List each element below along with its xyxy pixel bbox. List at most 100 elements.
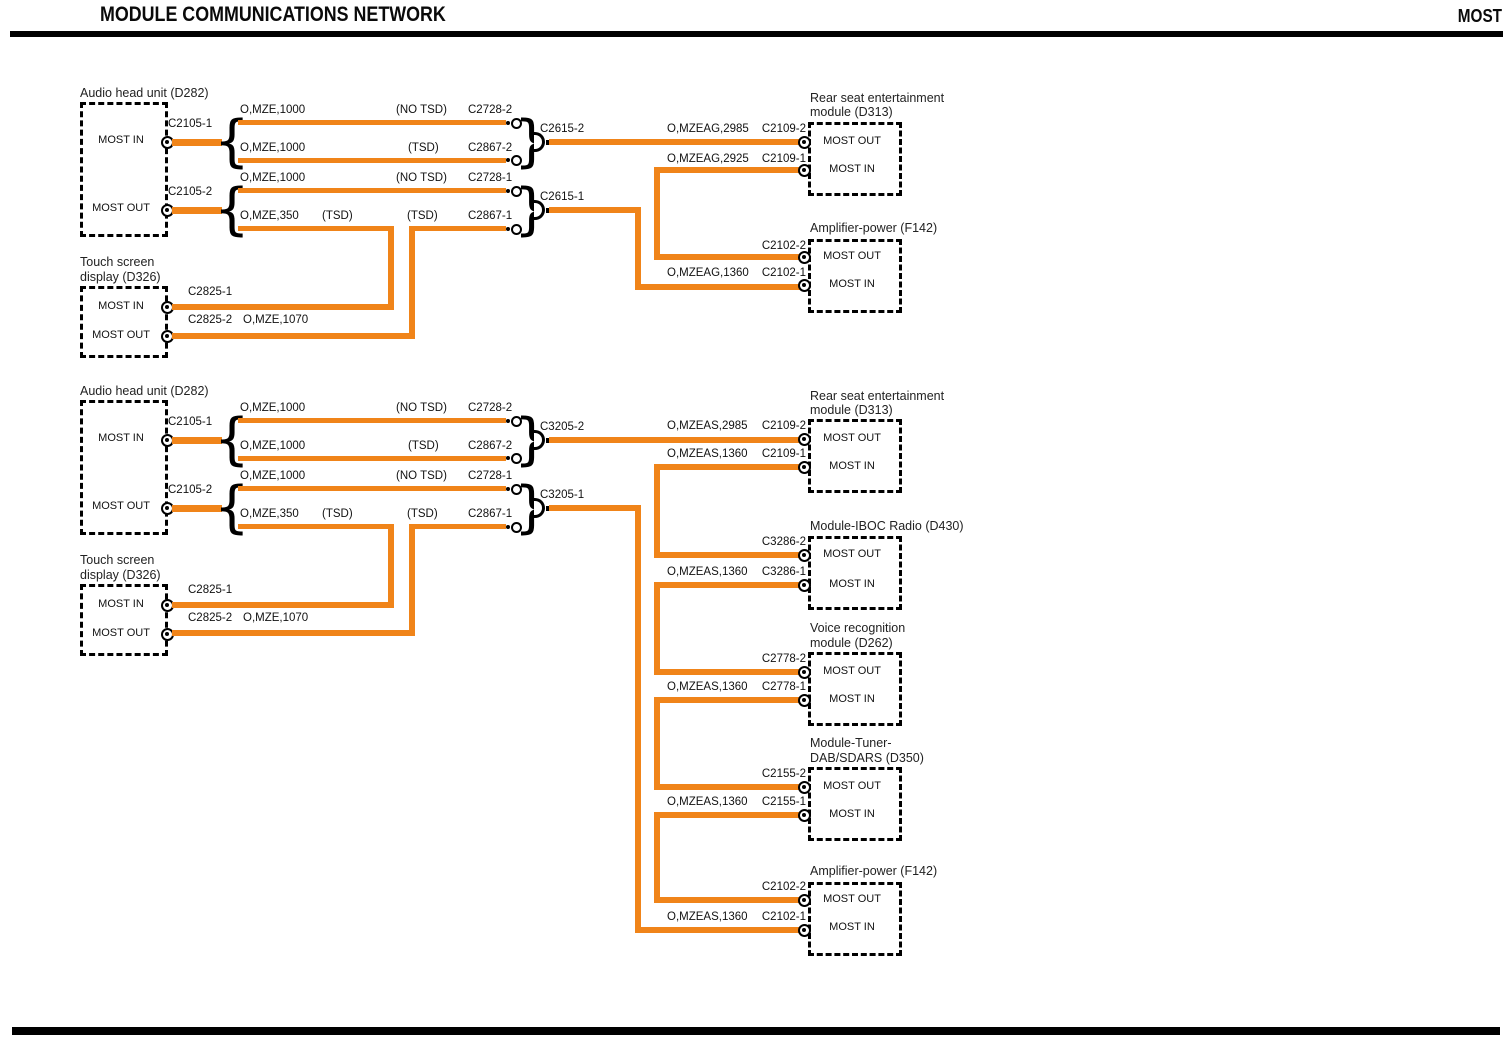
module-label-touch-screen: Touch screen	[80, 255, 155, 269]
circuit-label: O,MZE,1000	[240, 142, 306, 154]
pin-label-most-out: MOST OUT	[92, 329, 150, 341]
connector-label: C2105-2	[168, 484, 213, 496]
connector-icon	[798, 251, 811, 264]
module-box-audio-head-unit	[80, 102, 168, 237]
footer-rule	[12, 1027, 1500, 1035]
wire	[172, 505, 222, 512]
connector-label: C2867-1	[468, 210, 513, 222]
circuit-label: O,MZE,1070	[243, 612, 309, 624]
module-label-rear-seat: module (D313)	[810, 403, 893, 417]
connector-label: C3286-2	[761, 536, 806, 548]
connector-label: C2102-2	[761, 240, 806, 252]
connector-icon	[798, 549, 811, 562]
module-box-touch-screen	[80, 286, 168, 358]
connector-icon	[798, 809, 811, 822]
connector-icon	[798, 924, 811, 937]
module-label-voice-recognition: Voice recognition	[810, 621, 906, 635]
circuit-label: O,MZEAS,1360	[667, 566, 748, 578]
connector-label: C2105-2	[168, 186, 213, 198]
wire	[172, 630, 415, 636]
wire	[660, 167, 800, 173]
module-box-rear-seat	[808, 419, 902, 493]
module-label-iboc-radio: Module-IBOC Radio (D430)	[810, 519, 964, 533]
pin-label-most-in: MOST IN	[829, 163, 875, 175]
inline-connector-icon	[534, 498, 545, 518]
connector-icon	[798, 461, 811, 474]
inline-connector-icon	[534, 132, 545, 152]
module-label-touch-screen: display (D326)	[80, 270, 161, 284]
wire-end-circle-icon	[511, 453, 522, 464]
module-label-amplifier: Amplifier-power (F142)	[810, 864, 938, 878]
pin-label-most-out: MOST OUT	[823, 893, 881, 905]
connector-label: C2109-2	[761, 420, 806, 432]
pin-label-most-in: MOST IN	[98, 134, 144, 146]
wire	[409, 524, 506, 529]
circuit-label: O,MZEAG,2985	[667, 123, 749, 135]
wire-end-circle-icon	[511, 118, 522, 129]
module-box-iboc-radio	[808, 536, 902, 610]
pin-label-most-out: MOST OUT	[92, 627, 150, 639]
wire	[654, 582, 660, 675]
module-box-voice-recognition	[808, 652, 902, 726]
module-box-tuner	[808, 767, 902, 841]
wire-end-circle-icon	[511, 155, 522, 166]
header-rule	[10, 31, 1503, 37]
wire	[409, 524, 415, 636]
wire	[238, 188, 506, 193]
pin-label-most-in: MOST IN	[829, 693, 875, 705]
wire	[238, 486, 506, 491]
wire	[388, 524, 394, 608]
pin-label-most-out: MOST OUT	[92, 500, 150, 512]
pin-label-most-out: MOST OUT	[823, 432, 881, 444]
pin-label-most-in: MOST IN	[98, 432, 144, 444]
wire	[654, 784, 800, 790]
wire	[660, 812, 800, 818]
circuit-label: O,MZEAS,1360	[667, 796, 748, 808]
wire	[238, 456, 506, 461]
pin-label-most-in: MOST IN	[829, 278, 875, 290]
connector-label: C3286-1	[761, 566, 806, 578]
connector-label: C2728-1	[468, 470, 513, 482]
wire	[654, 464, 660, 558]
wire-end-circle-icon	[511, 224, 522, 235]
wire-end-dot-icon	[506, 121, 510, 125]
wire	[660, 697, 800, 703]
module-box-rear-seat	[808, 122, 902, 196]
option-label: (TSD)	[407, 210, 438, 222]
connector-label: C3205-1	[540, 489, 585, 501]
wire	[238, 418, 506, 423]
module-label-rear-seat: Rear seat entertainment	[810, 91, 945, 105]
inline-connector-dot-icon	[546, 506, 551, 511]
wire	[635, 207, 641, 290]
pin-label-most-in: MOST IN	[829, 921, 875, 933]
module-label-rear-seat: module (D313)	[810, 105, 893, 119]
connector-icon	[798, 781, 811, 794]
circuit-label: O,MZEAS,1360	[667, 681, 748, 693]
pin-label-most-out: MOST OUT	[823, 665, 881, 677]
pin-label-most-in: MOST IN	[829, 808, 875, 820]
option-label: (TSD)	[408, 440, 439, 452]
module-box-amplifier	[808, 882, 902, 956]
connector-icon	[798, 894, 811, 907]
wire	[238, 120, 506, 125]
pin-label-most-out: MOST OUT	[823, 250, 881, 262]
connector-icon	[798, 136, 811, 149]
page-corner-label: MOST	[1457, 6, 1502, 26]
wire	[409, 226, 415, 339]
circuit-label: O,MZEAG,1360	[667, 267, 749, 279]
circuit-label: O,MZE,1000	[240, 440, 306, 452]
connector-label: C2615-2	[540, 123, 585, 135]
circuit-label: O,MZEAS,1360	[667, 448, 748, 460]
module-label-audio-head-unit: Audio head unit (D282)	[80, 86, 209, 100]
connector-label: C2778-1	[761, 681, 806, 693]
connector-label: C2867-2	[468, 440, 513, 452]
connector-label: C2102-1	[761, 911, 806, 923]
option-label: (TSD)	[408, 142, 439, 154]
module-box-touch-screen	[80, 584, 168, 656]
connector-label: C2867-2	[468, 142, 513, 154]
wire-end-circle-icon	[511, 484, 522, 495]
wire	[172, 207, 222, 214]
connector-label: C2728-1	[468, 172, 513, 184]
wire	[388, 226, 394, 310]
